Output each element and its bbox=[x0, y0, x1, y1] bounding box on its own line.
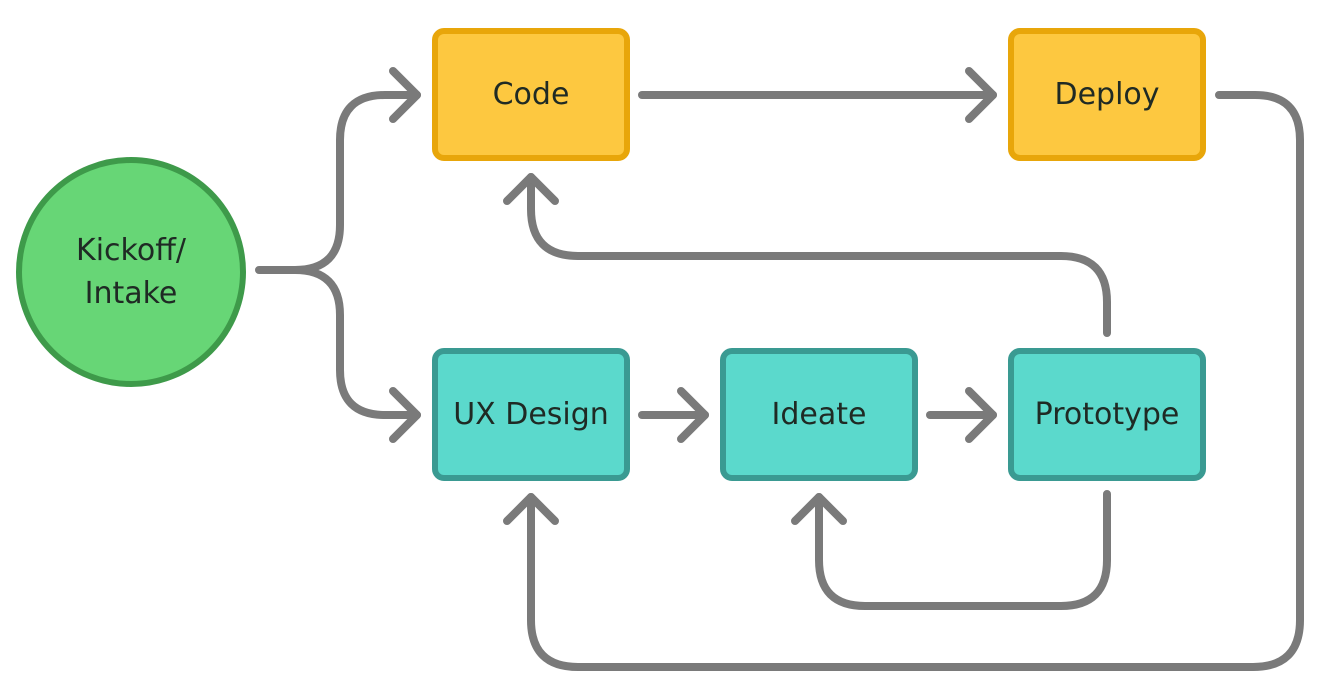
ideate-label: Ideate bbox=[771, 396, 867, 432]
edge-prototype-ideate bbox=[815, 490, 1111, 610]
arrowhead-prototype-left bbox=[965, 387, 997, 443]
kickoff-intake-node[interactable]: Kickoff/ Intake bbox=[16, 157, 246, 387]
ideate-node[interactable]: Ideate bbox=[720, 348, 918, 481]
edge-kickoff-ux-design bbox=[291, 266, 421, 419]
code-node[interactable]: Code bbox=[432, 28, 630, 161]
edge-prototype-code bbox=[527, 173, 1111, 337]
prototype-label: Prototype bbox=[1034, 396, 1180, 432]
arrowhead-ideate-left bbox=[677, 387, 709, 443]
arrowhead-ideate-bottom bbox=[791, 493, 847, 525]
prototype-node[interactable]: Prototype bbox=[1008, 348, 1206, 481]
edge-kickoff-code bbox=[255, 91, 421, 274]
code-label: Code bbox=[492, 76, 570, 112]
kickoff-label-line1: Kickoff/ bbox=[76, 232, 186, 268]
deploy-node[interactable]: Deploy bbox=[1008, 28, 1206, 161]
arrowhead-code-left bbox=[389, 67, 421, 123]
edge-deploy-ux-design bbox=[527, 91, 1304, 671]
kickoff-label-line2: Intake bbox=[84, 276, 178, 311]
arrowhead-deploy-left bbox=[965, 67, 997, 123]
arrowhead-ux-design-left bbox=[389, 387, 421, 443]
ux-design-label: UX Design bbox=[453, 396, 609, 432]
arrowhead-code-bottom bbox=[503, 173, 559, 205]
deploy-label: Deploy bbox=[1054, 76, 1160, 112]
arrowhead-ux-design-bottom bbox=[503, 493, 559, 525]
ux-design-node[interactable]: UX Design bbox=[432, 348, 630, 481]
